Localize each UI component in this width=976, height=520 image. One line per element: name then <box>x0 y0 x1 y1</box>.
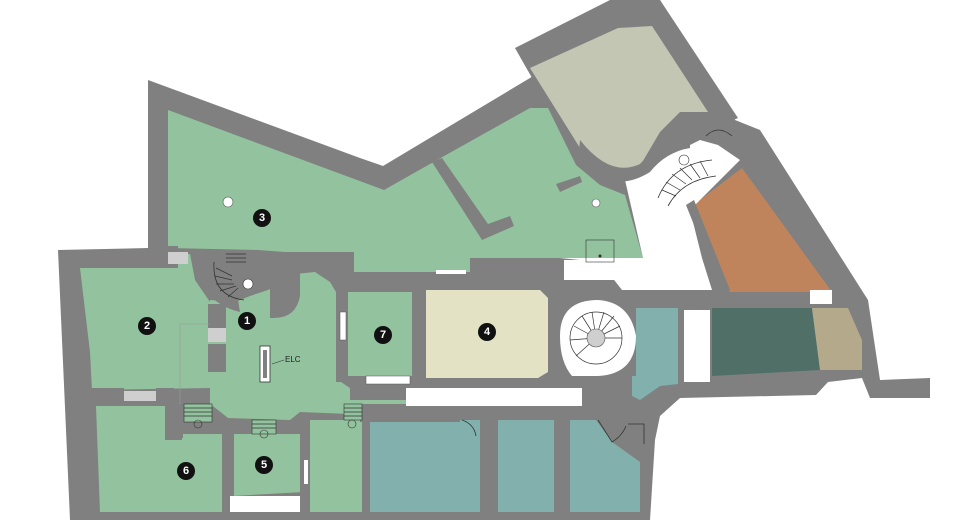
spiral-stair-room-1 <box>213 253 254 301</box>
room-1-floor <box>210 272 406 420</box>
openings <box>230 260 832 512</box>
stair-hall <box>560 140 740 290</box>
marker-room-1: 1 <box>238 312 256 330</box>
marker-label-5: 5 <box>261 459 267 471</box>
marker-room-2: 2 <box>138 317 156 335</box>
marker-room-4: 4 <box>478 323 496 341</box>
marker-room-3: 3 <box>253 209 271 227</box>
marker-label-6: 6 <box>183 465 189 477</box>
teal-room-d <box>632 308 678 400</box>
marker-room-7: 7 <box>374 326 392 344</box>
room-details <box>179 196 615 484</box>
room-3-floor <box>168 108 643 272</box>
sage-room <box>530 26 708 172</box>
khaki-room <box>812 308 862 370</box>
marker-label-2: 2 <box>144 320 150 332</box>
marker-label-4: 4 <box>484 326 491 338</box>
small-stair-right <box>343 403 363 429</box>
teal-room-a <box>366 420 482 512</box>
door-swings <box>461 129 733 444</box>
orange-room <box>692 168 832 292</box>
room-6-floor <box>96 406 232 512</box>
elevator: ELC <box>259 345 301 383</box>
rooms <box>80 26 862 512</box>
spiral-stair-central <box>560 300 636 376</box>
spiral-stair-top-right <box>657 154 717 207</box>
elevator-label: ELC <box>285 355 301 364</box>
marker-label-3: 3 <box>259 212 265 224</box>
teal-room-c <box>568 420 640 512</box>
marker-label-1: 1 <box>244 315 250 327</box>
marker-room-5: 5 <box>255 456 273 474</box>
small-stair-mid <box>251 419 277 439</box>
small-stair-left <box>183 403 213 429</box>
teal-room-b <box>494 420 556 512</box>
corridor-floor <box>308 420 362 512</box>
marker-room-6: 6 <box>177 462 195 480</box>
dark-teal-room <box>712 308 820 376</box>
marker-label-7: 7 <box>380 329 386 341</box>
